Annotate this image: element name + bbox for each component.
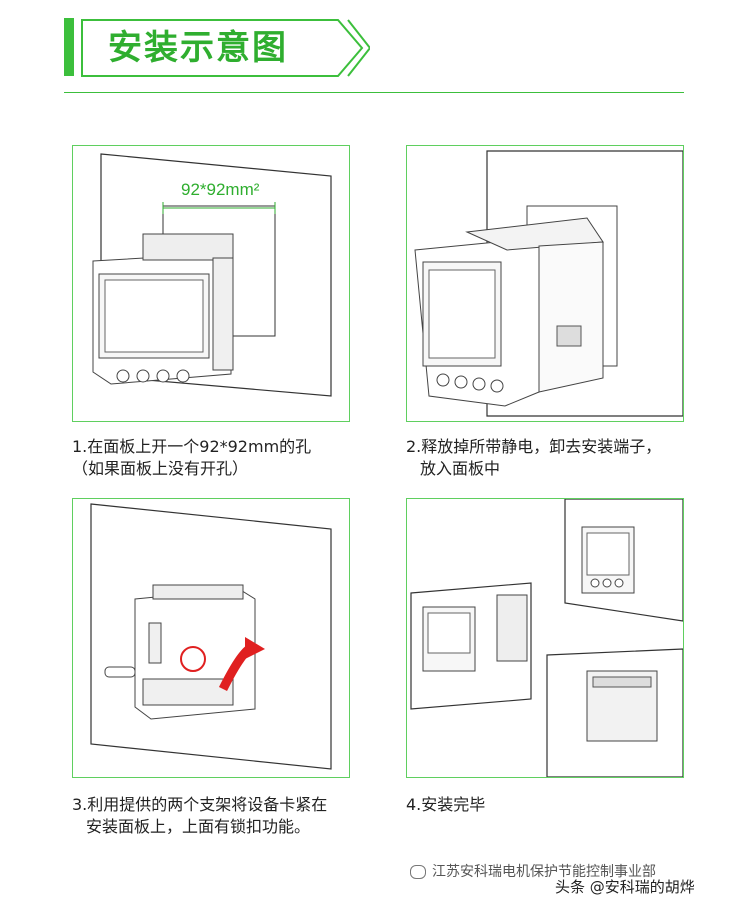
step1-caption-line1: 1.在面板上开一个92*92mm的孔 [72,437,312,456]
watermark-account: 江苏安科瑞电机保护节能控制事业部 [410,861,656,881]
step3-caption-line2: 安装面板上，上面有锁扣功能。 [86,817,311,836]
header-arrow-frame [81,19,370,77]
step2-caption-line2: 放入面板中 [420,459,501,478]
step2-caption-line1: 2.释放掉所带静电，卸去安装端子， [406,437,662,456]
header-accent-bar [64,18,74,76]
step2-illustration [406,145,684,422]
page-title: 安装示意图 [108,28,288,68]
wechat-icon [410,865,426,879]
step1-caption-line2: （如果面板上没有开孔） [72,459,249,478]
dimension-label: 92*92mm² [181,180,260,199]
watermark-author: 头条 @安科瑞的胡烨 [555,878,695,896]
step3-illustration [72,498,350,778]
step3-caption-line1: 3.利用提供的两个支架将设备卡紧在 [72,795,328,814]
step4-caption-line1: 4.安装完毕 [406,795,486,814]
step1-illustration: 92*92mm² [72,145,350,422]
header-divider [64,92,684,93]
step4-illustration [406,498,684,778]
